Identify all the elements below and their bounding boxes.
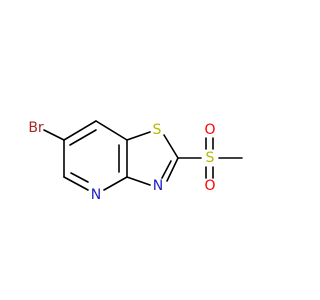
- atom-s-ring-label: S: [153, 122, 162, 138]
- atom-labels: Br S N N S O O: [28, 120, 215, 203]
- atom-o-top-label: O: [204, 122, 215, 138]
- molecule-structure: Br S N N S O O: [28, 120, 243, 203]
- bond-n4-c5-inner: [70, 172, 89, 183]
- atom-o-bottom-label: O: [204, 178, 215, 194]
- atom-n-thiazole-label: N: [153, 178, 163, 194]
- bond-c3a-n4: [103, 176, 128, 191]
- bond-n4-c5: [63, 176, 89, 191]
- bond-c7-c7a: [95, 120, 128, 141]
- atom-br-label: Br: [28, 120, 44, 136]
- bond-c2-n3-inner: [161, 160, 172, 179]
- bonds: [43, 120, 243, 191]
- bond-c7a-s1: [126, 131, 151, 141]
- bond-s1-c2: [163, 134, 179, 159]
- atom-s-sulfonyl-label: S: [206, 150, 215, 166]
- bond-c6-c7: [63, 120, 97, 141]
- bond-c6-c7-inner: [69, 129, 97, 146]
- atom-n-pyridine-label: N: [91, 187, 101, 203]
- bond-c2-n3: [166, 157, 179, 182]
- bond-n3-c3a: [126, 176, 151, 186]
- bond-br-c6: [43, 129, 65, 141]
